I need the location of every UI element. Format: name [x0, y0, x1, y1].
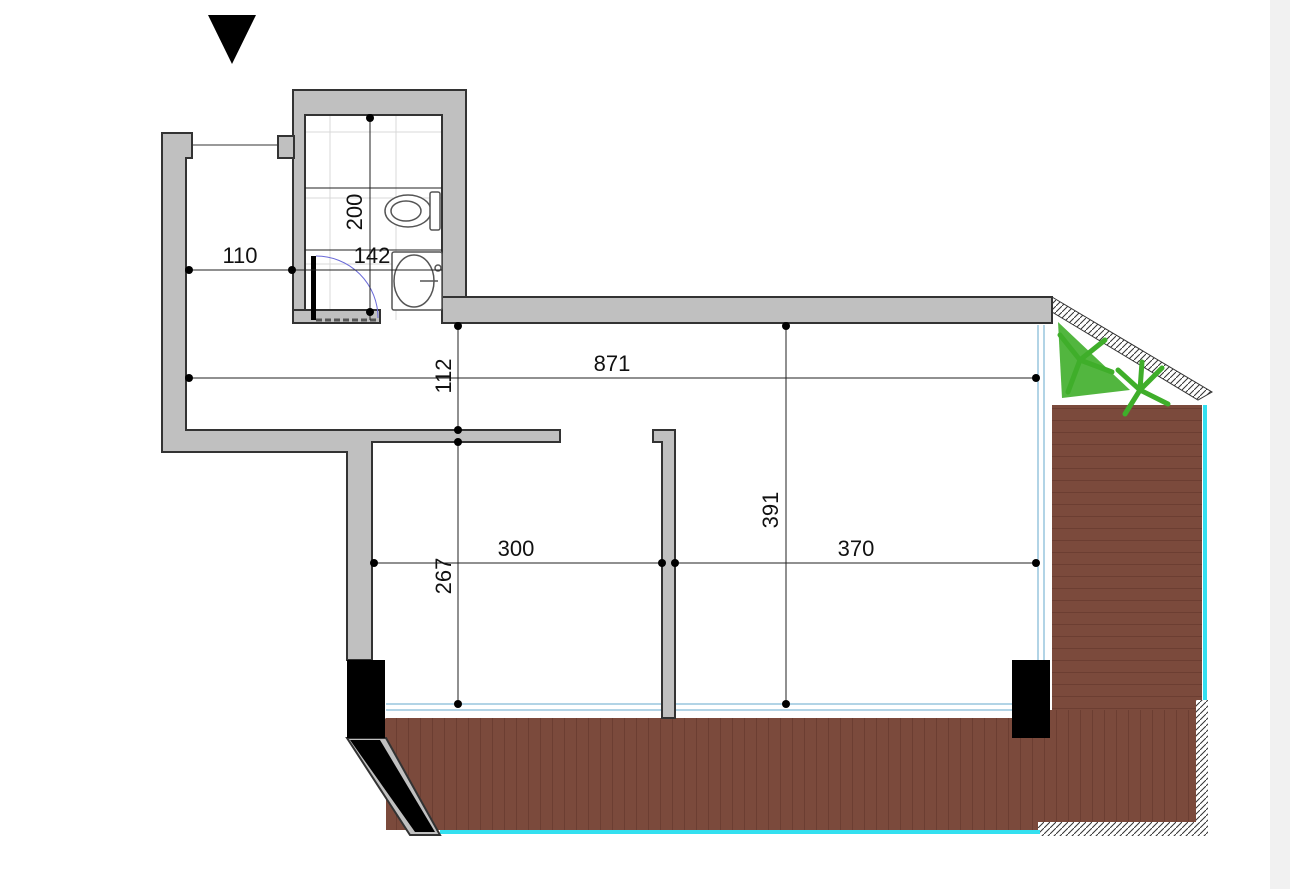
dim-391: 391	[758, 492, 783, 529]
dim-267: 267	[431, 558, 456, 595]
glazing	[386, 325, 1045, 711]
dim-370: 370	[838, 536, 875, 561]
terrace-hatch-edge	[1038, 822, 1208, 836]
dim-112: 112	[431, 358, 456, 393]
dim-142: 142	[354, 243, 391, 268]
scrollbar[interactable]	[1270, 0, 1290, 889]
dimension-nodes	[185, 114, 1040, 708]
terrace-hatch-side	[1196, 700, 1208, 836]
side-terrace-front	[1040, 710, 1202, 830]
entrance-arrow-icon	[208, 15, 256, 64]
plant-icon	[1057, 322, 1171, 417]
toilet-icon	[384, 191, 441, 231]
pillar-right	[1012, 660, 1050, 738]
front-terrace-deck	[386, 718, 1040, 830]
dim-300: 300	[498, 536, 535, 561]
dim-200: 200	[342, 194, 367, 231]
dimension-lines	[186, 115, 1038, 704]
sink-icon	[391, 251, 443, 311]
diagonal-wall-fill	[350, 740, 435, 832]
bathroom-door	[311, 255, 379, 322]
pillar-left	[347, 660, 385, 738]
dim-871: 871	[594, 351, 631, 376]
dim-110: 110	[222, 243, 257, 268]
